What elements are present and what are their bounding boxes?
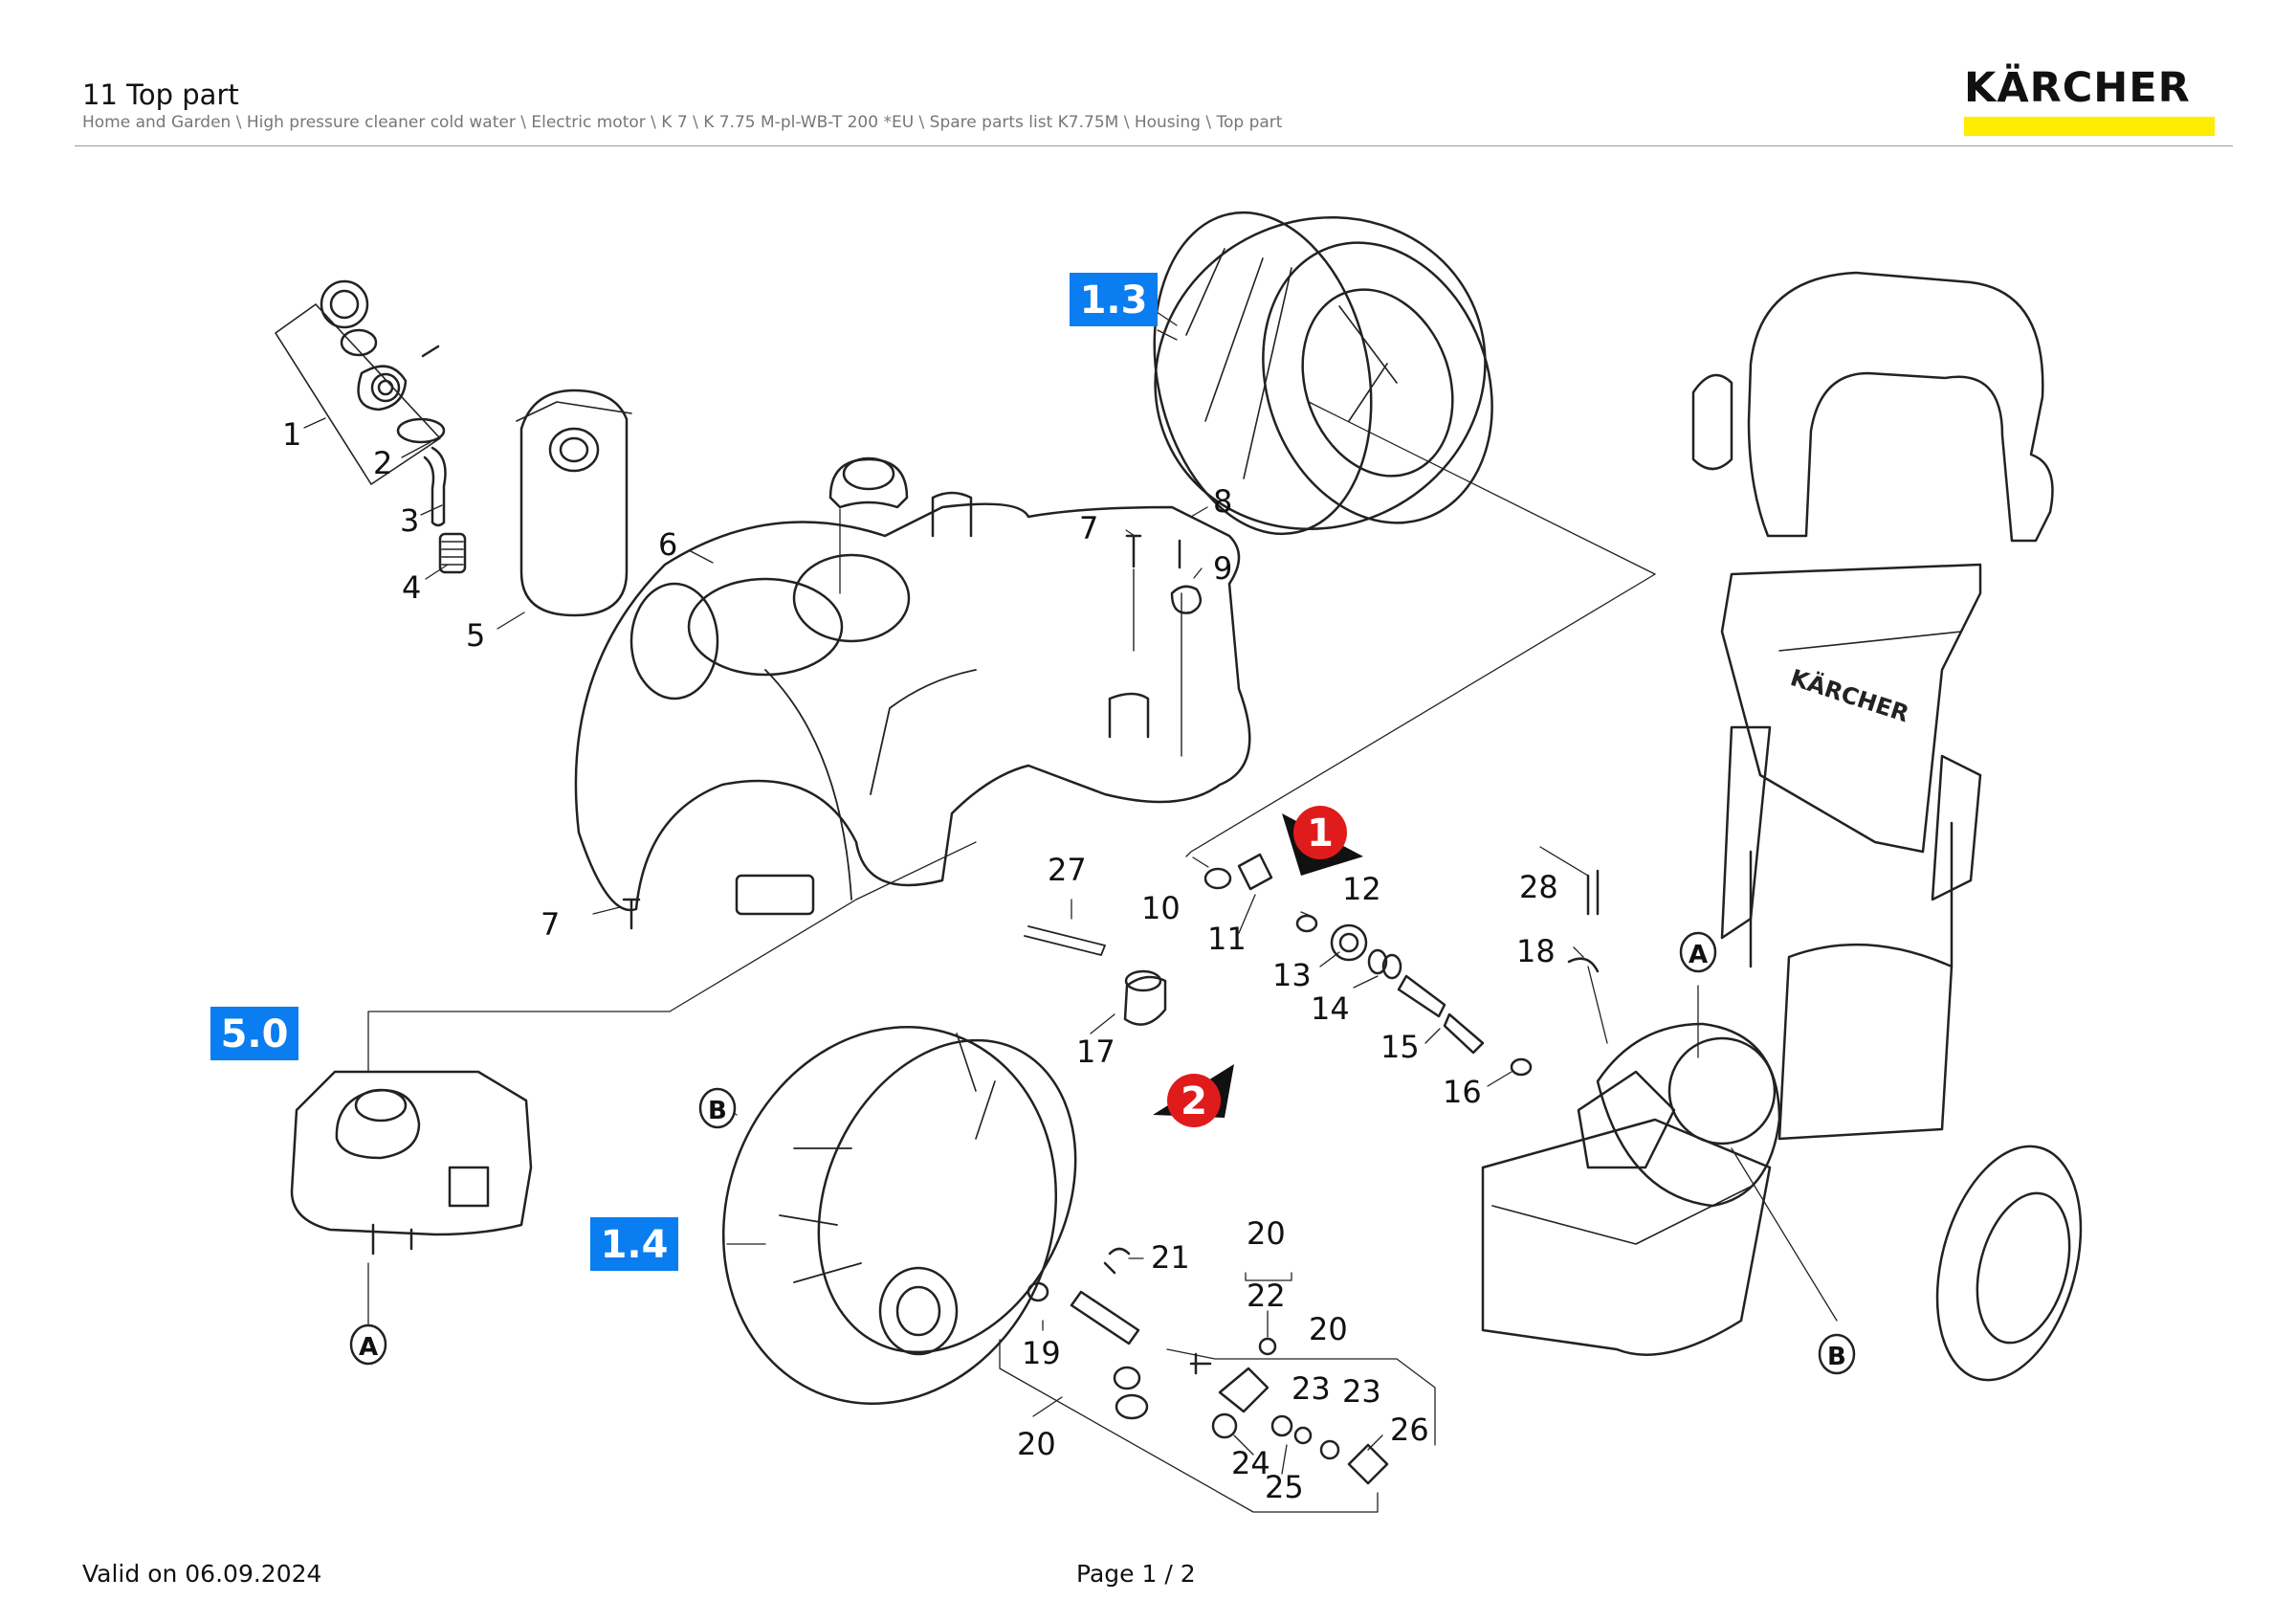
callout-27[interactable]: 27 bbox=[1048, 852, 1087, 888]
callout-7-top[interactable]: 7 bbox=[1079, 510, 1098, 546]
callout-1[interactable]: 1 bbox=[282, 416, 301, 453]
callout-8[interactable]: 8 bbox=[1213, 483, 1232, 520]
hose-reel-1-3-drawing bbox=[1153, 211, 1493, 536]
small-parts-drawing bbox=[1024, 853, 1600, 1485]
svg-text:1.4: 1.4 bbox=[601, 1223, 669, 1267]
detergent-tank-5-0-drawing bbox=[290, 1070, 533, 1256]
karcher-logo: KÄRCHER bbox=[1964, 65, 2218, 136]
callout-9[interactable]: 9 bbox=[1213, 550, 1232, 587]
ref-letter-a-top[interactable]: A bbox=[1679, 931, 1717, 973]
pressure-washer-body-drawing: KÄRCHER bbox=[1481, 271, 2083, 1382]
callout-7-bottom[interactable]: 7 bbox=[541, 906, 560, 943]
assembly-marker-2[interactable]: 2 bbox=[1153, 1064, 1234, 1127]
svg-text:5.0: 5.0 bbox=[221, 1012, 289, 1056]
reference-letters: A A B B bbox=[349, 931, 1856, 1375]
callout-20-right[interactable]: 20 bbox=[1309, 1311, 1348, 1347]
page-title: 11 Top part bbox=[82, 78, 239, 111]
callout-24[interactable]: 24 bbox=[1231, 1445, 1270, 1481]
callout-4[interactable]: 4 bbox=[402, 569, 421, 606]
footer-page-number: Page 1 / 2 bbox=[1076, 1560, 1196, 1588]
housing-cover-drawing bbox=[574, 456, 1251, 916]
assembly-badge-5-0[interactable]: 5.0 bbox=[210, 1007, 298, 1060]
ref-letter-a-bottom[interactable]: A bbox=[349, 1323, 387, 1366]
logo-text: KÄRCHER bbox=[1964, 64, 2191, 112]
callout-labels: 1 2 3 4 5 6 7 7 8 9 10 11 12 13 14 15 16… bbox=[282, 416, 1558, 1505]
callout-22[interactable]: 22 bbox=[1247, 1278, 1286, 1314]
ref-letter-b-right[interactable]: B bbox=[1818, 1333, 1856, 1375]
callout-15[interactable]: 15 bbox=[1380, 1029, 1420, 1065]
callout-14[interactable]: 14 bbox=[1311, 990, 1350, 1027]
svg-text:A: A bbox=[1689, 941, 1708, 969]
callout-13[interactable]: 13 bbox=[1272, 957, 1312, 993]
screws-drawing bbox=[622, 534, 1203, 930]
footer-valid-date: Valid on 06.09.2024 bbox=[82, 1560, 322, 1588]
breadcrumb[interactable]: Home and Garden \ High pressure cleaner … bbox=[82, 113, 1283, 132]
callout-23-right[interactable]: 23 bbox=[1342, 1373, 1381, 1410]
svg-text:B: B bbox=[1827, 1343, 1846, 1371]
callout-10[interactable]: 10 bbox=[1141, 890, 1181, 926]
callout-26[interactable]: 26 bbox=[1390, 1412, 1429, 1448]
callout-20-top[interactable]: 20 bbox=[1247, 1215, 1286, 1252]
svg-text:KÄRCHER: KÄRCHER bbox=[1787, 663, 1912, 727]
callout-17[interactable]: 17 bbox=[1076, 1034, 1115, 1070]
assembly-badge-1-3[interactable]: 1.3 bbox=[1070, 273, 1158, 326]
svg-text:A: A bbox=[359, 1333, 378, 1362]
svg-text:1: 1 bbox=[1307, 812, 1334, 856]
callout-6[interactable]: 6 bbox=[658, 526, 677, 563]
callout-5[interactable]: 5 bbox=[466, 617, 485, 654]
callout-12[interactable]: 12 bbox=[1342, 871, 1381, 907]
callout-21[interactable]: 21 bbox=[1151, 1239, 1190, 1276]
assembly-badge-1-4[interactable]: 1.4 bbox=[590, 1217, 678, 1271]
callout-19[interactable]: 19 bbox=[1022, 1335, 1061, 1371]
callout-11[interactable]: 11 bbox=[1207, 921, 1247, 957]
callout-23-left[interactable]: 23 bbox=[1292, 1370, 1331, 1407]
ref-letter-b-left[interactable]: B bbox=[698, 1087, 737, 1129]
callout-3[interactable]: 3 bbox=[400, 502, 419, 539]
container-drawing bbox=[516, 389, 632, 617]
svg-text:B: B bbox=[708, 1097, 727, 1125]
header-divider bbox=[75, 145, 2233, 146]
callout-16[interactable]: 16 bbox=[1443, 1074, 1482, 1110]
callout-2[interactable]: 2 bbox=[373, 445, 392, 481]
callout-25[interactable]: 25 bbox=[1265, 1469, 1304, 1505]
svg-text:1.3: 1.3 bbox=[1080, 278, 1148, 322]
assembly-marker-1[interactable]: 1 bbox=[1282, 806, 1363, 876]
callout-20-left[interactable]: 20 bbox=[1017, 1426, 1056, 1462]
svg-text:2: 2 bbox=[1181, 1079, 1207, 1123]
leader-lines bbox=[303, 305, 1838, 1513]
hose-reel-1-4-drawing bbox=[721, 1026, 1077, 1405]
callout-18[interactable]: 18 bbox=[1516, 933, 1556, 969]
callout-28[interactable]: 28 bbox=[1519, 869, 1558, 905]
logo-yellow-bar bbox=[1964, 117, 2215, 136]
filter-assembly-drawing bbox=[275, 279, 467, 574]
